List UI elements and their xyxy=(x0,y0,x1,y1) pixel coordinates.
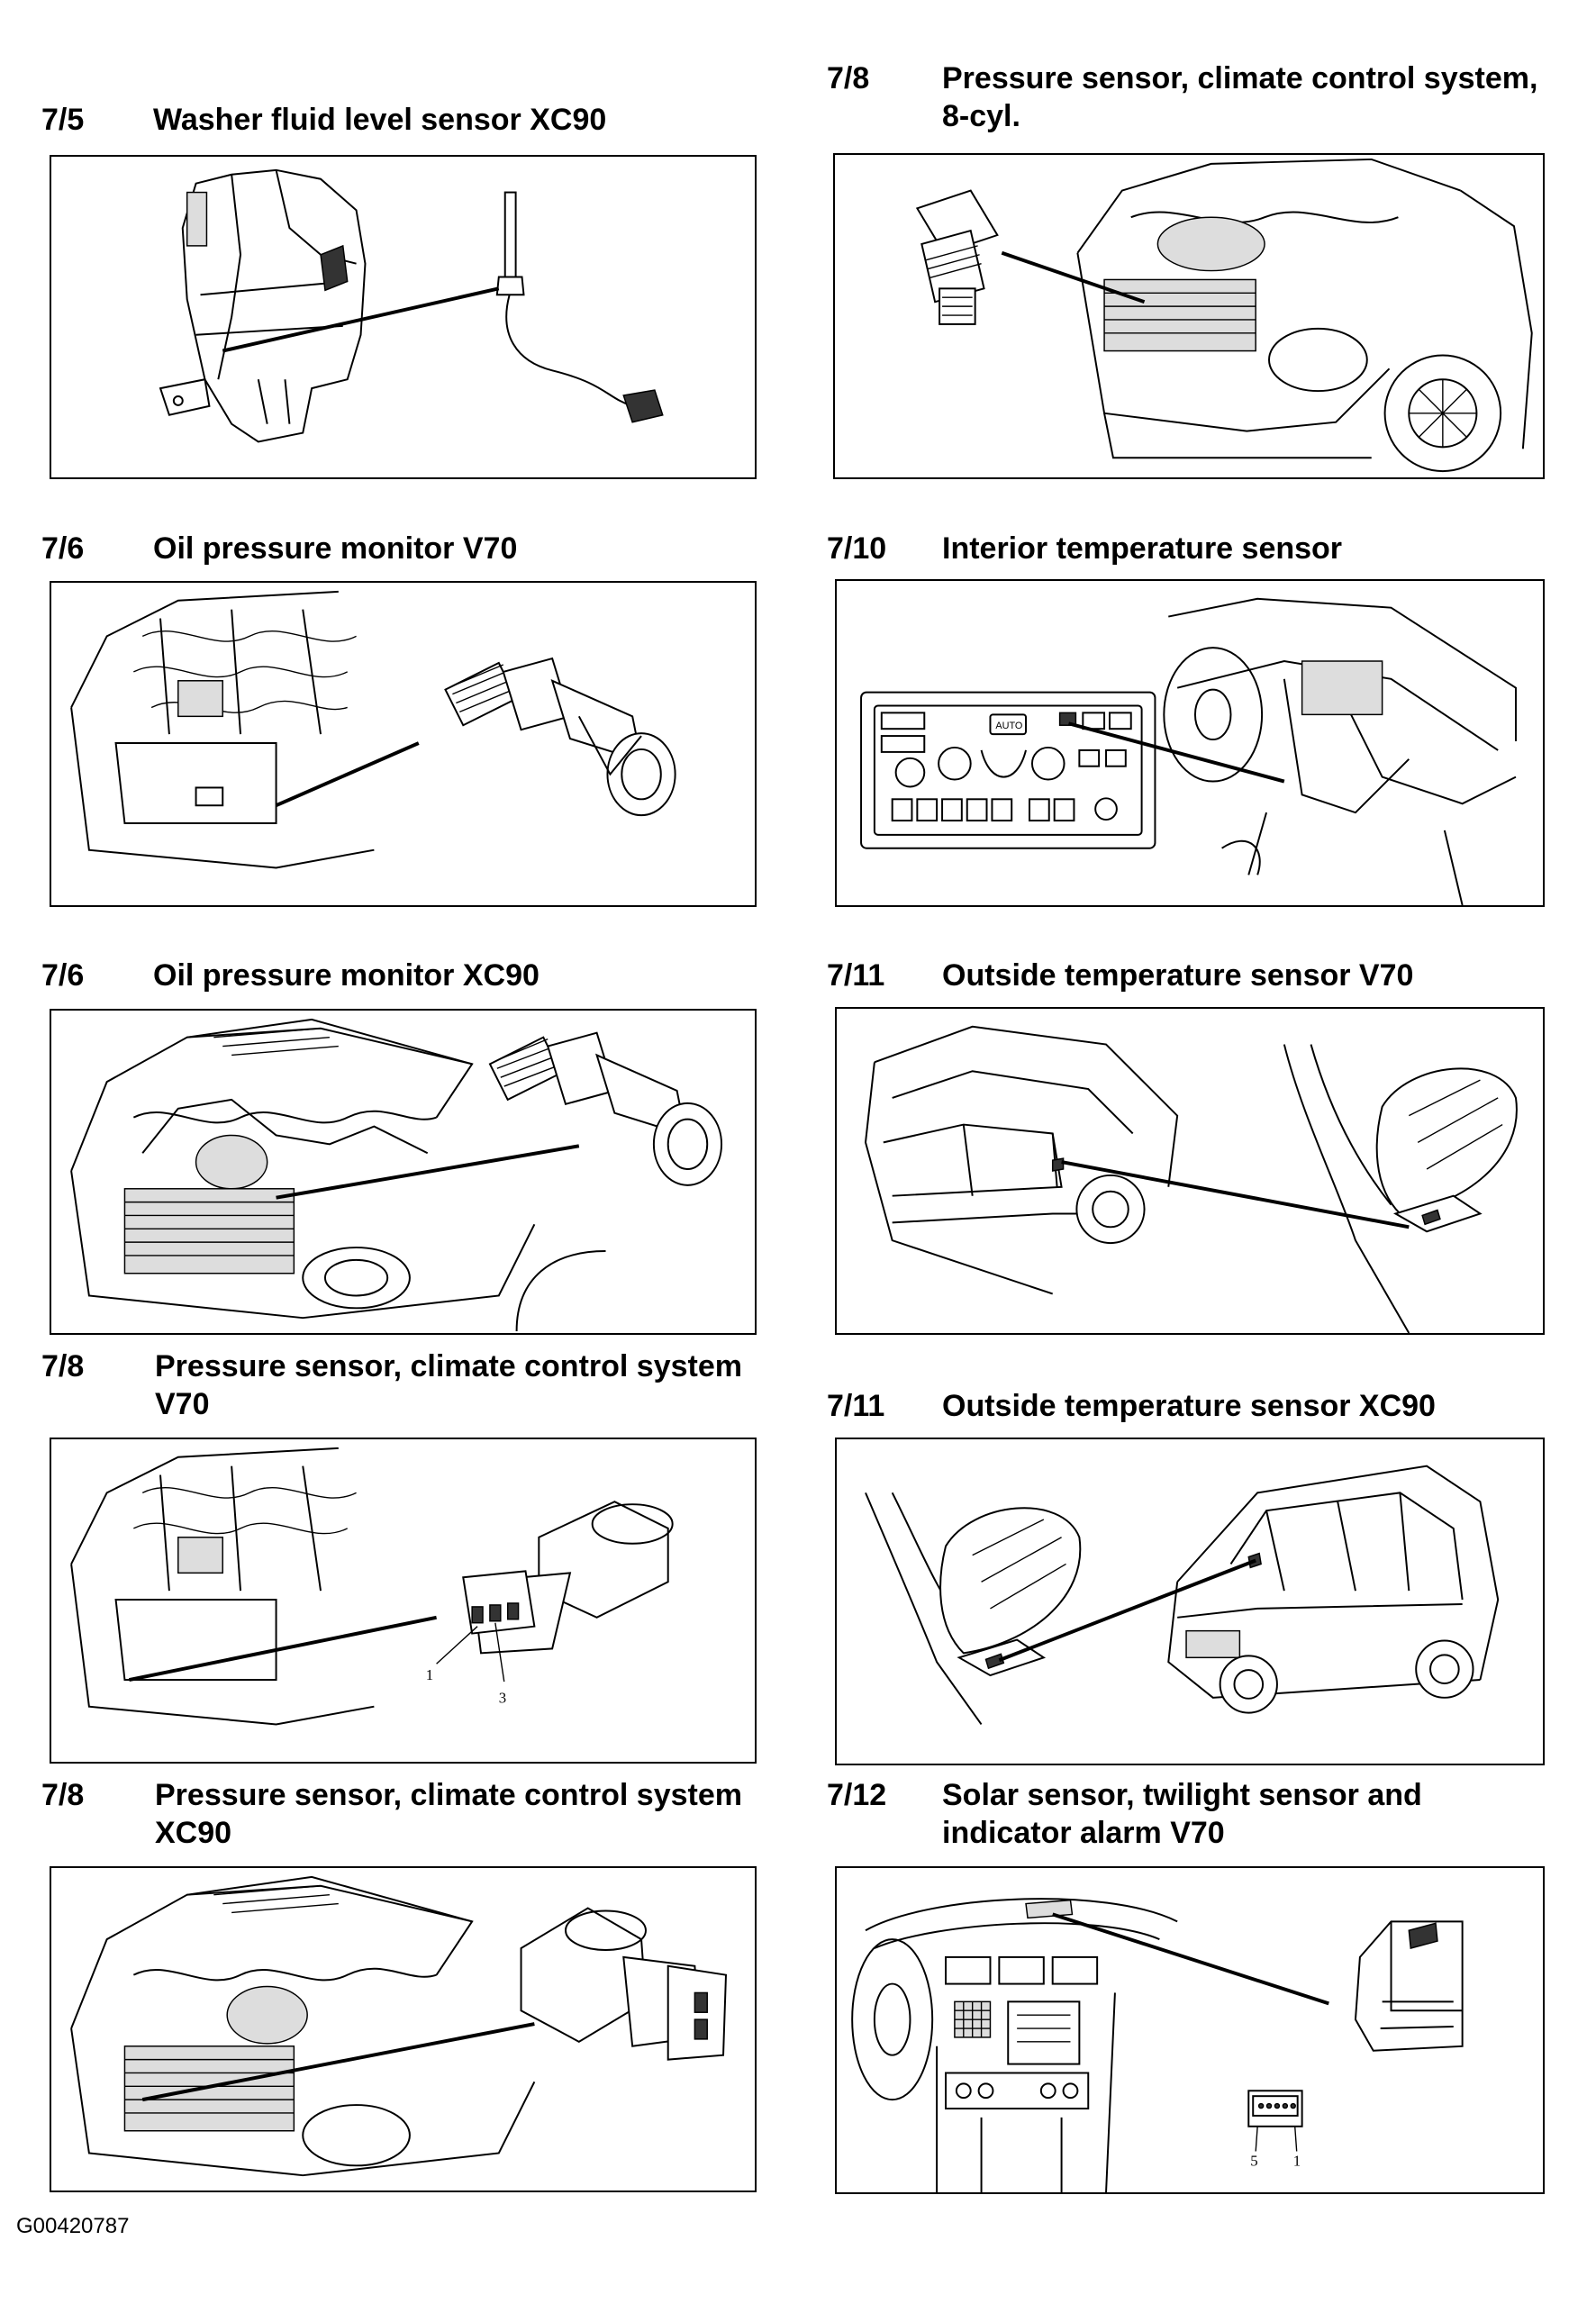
section-number: 7/12 xyxy=(827,1778,887,1812)
oil-pressure-xc90-illustration xyxy=(70,1018,723,1332)
section-number: 7/6 xyxy=(41,531,85,566)
outside-temperature-v70-illustration xyxy=(864,1025,1518,1333)
illustration-frame: AUTO xyxy=(835,579,1545,907)
pressure-sensor-xc90-illustration xyxy=(70,1875,728,2177)
section-number: 7/6 xyxy=(41,958,85,993)
section-number: 7/10 xyxy=(827,531,887,566)
pin-label-3: 3 xyxy=(499,1690,506,1707)
interior-temperature-illustration: AUTO xyxy=(860,597,1517,905)
illustration-frame xyxy=(50,1866,757,2192)
pressure-sensor-8cyl-illustration xyxy=(915,158,1533,473)
section-title: Pressure sensor, climate control system … xyxy=(155,1349,742,1421)
illustration-frame: 1 3 xyxy=(50,1438,757,1764)
section-number: 7/5 xyxy=(41,103,85,137)
section-title: Outside temperature sensor XC90 xyxy=(942,1389,1436,1423)
section-title: Outside temperature sensor V70 xyxy=(942,958,1414,993)
section-title: Pressure sensor, climate control system,… xyxy=(942,61,1538,133)
section-number: 7/8 xyxy=(827,61,870,95)
solar-sensor-illustration: 5 1 xyxy=(851,1898,1464,2192)
section-number: 7/8 xyxy=(41,1778,85,1812)
pin-label-1: 1 xyxy=(426,1666,433,1683)
section-title: Solar sensor, twilight sensor and indica… xyxy=(942,1778,1422,1850)
outside-temperature-xc90-illustration xyxy=(865,1465,1500,1726)
section-title: Interior temperature sensor xyxy=(942,531,1343,566)
washer-reservoir-illustration xyxy=(159,168,664,443)
section-title: Oil pressure monitor V70 xyxy=(153,531,518,566)
illustration-frame: 5 1 xyxy=(835,1866,1545,2194)
illustration-frame xyxy=(50,1009,757,1335)
pressure-sensor-v70-illustration: 1 3 xyxy=(70,1447,674,1726)
section-number: 7/8 xyxy=(41,1349,85,1383)
pin-label-5: 5 xyxy=(1250,2152,1257,2169)
oil-pressure-v70-illustration xyxy=(70,590,676,869)
illustration-frame xyxy=(833,153,1545,479)
illustration-frame xyxy=(50,155,757,479)
section-title: Pressure sensor, climate control system … xyxy=(155,1778,742,1850)
illustration-frame xyxy=(835,1007,1545,1335)
section-title: Oil pressure monitor XC90 xyxy=(153,958,540,993)
illustration-frame xyxy=(835,1438,1545,1765)
illustration-frame xyxy=(50,581,757,907)
section-number: 7/11 xyxy=(827,1389,885,1423)
pin-label-1: 1 xyxy=(1293,2152,1301,2169)
section-number: 7/11 xyxy=(827,958,885,993)
section-title: Washer fluid level sensor XC90 xyxy=(153,103,607,137)
figure-code: G00420787 xyxy=(16,2214,130,2238)
auto-button-label: AUTO xyxy=(995,721,1022,731)
